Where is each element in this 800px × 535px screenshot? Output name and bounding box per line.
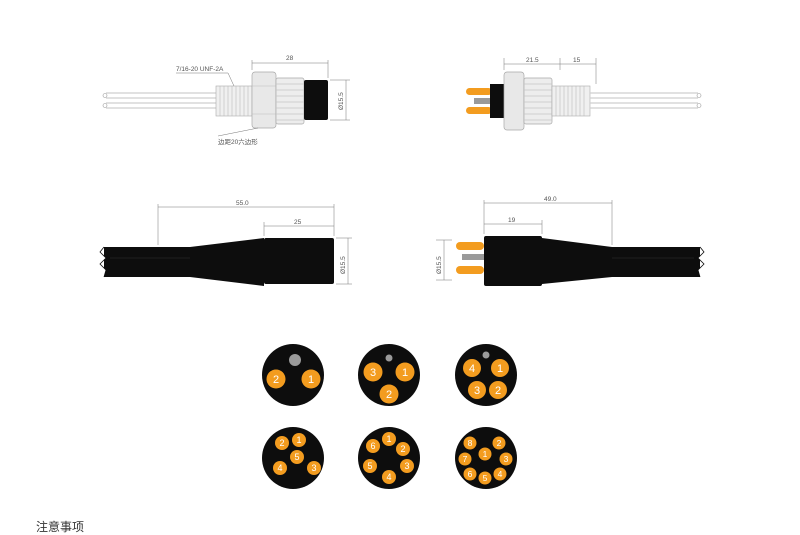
pin-label: 1	[308, 374, 314, 386]
pin-label: 2	[386, 389, 392, 401]
pin-label: 8	[468, 438, 473, 448]
key-dot	[385, 354, 393, 362]
cable-connector-right: 49.0 19 Ø15.5	[436, 196, 705, 286]
pin-label: 3	[370, 367, 376, 379]
body-left	[264, 238, 334, 284]
dim-length-28: 28	[286, 55, 294, 62]
body-right	[484, 236, 542, 286]
dim-length-19: 19	[508, 217, 516, 224]
pin-label: 4	[386, 472, 391, 482]
pin-layout-2: 2 1	[262, 344, 324, 406]
dim-diameter-mid-right: Ø15.5	[436, 256, 443, 274]
pin-label: 4	[277, 463, 282, 473]
thread-stem	[215, 85, 253, 117]
thread-stem-right	[551, 85, 591, 117]
dim-length-15: 15	[573, 57, 581, 64]
pin-center	[474, 98, 492, 104]
pin-lower	[466, 107, 492, 114]
dim-diameter-top-left: Ø15.5	[338, 92, 345, 110]
pin-label: 3	[504, 454, 509, 464]
bulkhead-connector-right: 21.5 15	[466, 57, 702, 131]
pin-label: 1	[386, 434, 391, 444]
dim-length-21-5: 21.5	[526, 57, 539, 64]
pin-upper	[466, 88, 492, 95]
pin-label: 1	[296, 435, 301, 445]
pin-label: 1	[483, 449, 488, 459]
grip-body-right	[523, 77, 553, 125]
nut-right	[503, 71, 525, 131]
pin-label: 2	[279, 438, 284, 448]
footer-heading: 注意事项	[36, 520, 85, 534]
pin-label: 2	[400, 444, 405, 454]
pin-label: 5	[483, 473, 488, 483]
dim-length-25: 25	[294, 219, 302, 226]
dim-diameter-mid-left: Ø15.5	[340, 256, 347, 274]
pin-layout-5: 2 1 5 4 3	[262, 427, 324, 489]
grip-body	[275, 77, 305, 125]
cable-left	[104, 247, 194, 277]
pin-label: 2	[497, 438, 502, 448]
pin-label: 1	[497, 363, 503, 375]
pin-layout-4: 4 1 3 2	[455, 344, 517, 406]
key-dot	[482, 351, 490, 359]
key-dot	[289, 354, 301, 366]
dim-length-49: 49.0	[544, 196, 557, 203]
pin-label: 7	[463, 454, 468, 464]
pin-layout-grid: 2 1 3 1 2 4 1 3 2	[262, 344, 517, 489]
hex-nut	[251, 71, 277, 129]
pin-label: 3	[404, 461, 409, 471]
pin-layout-6: 6 1 2 5 3 4	[358, 427, 420, 489]
pin-label: 2	[495, 385, 501, 397]
insert-body	[490, 84, 504, 118]
pin-label: 2	[273, 374, 279, 386]
pin-label: 1	[402, 367, 408, 379]
dim-length-55: 55.0	[236, 200, 249, 207]
pin-label: 6	[468, 469, 473, 479]
pin-label: 3	[311, 463, 316, 473]
pin-label: 4	[469, 363, 475, 375]
cable-right	[608, 247, 700, 277]
boot-left	[190, 238, 264, 286]
thread-callout: 7/16-20 UNF-2A	[176, 66, 224, 73]
pin-label: 4	[498, 469, 503, 479]
boot-right	[542, 238, 612, 284]
pin-label: 5	[367, 461, 372, 471]
pin-label: 6	[370, 441, 375, 451]
pin-label: 3	[474, 385, 480, 397]
pin-layout-8: 8 2 7 1 3 6 5 4	[455, 427, 517, 489]
hex-callout: 边距20六边形	[218, 137, 258, 146]
rubber-face	[304, 80, 328, 120]
pin-layout-3: 3 1 2	[358, 344, 420, 406]
bulkhead-connector-left: 28 Ø15.5 7/16-20 UNF-2A 边距20六边形	[102, 55, 350, 146]
pin-label: 5	[294, 452, 299, 462]
cable-connector-left: 55.0 25 Ø15.5	[99, 200, 352, 286]
